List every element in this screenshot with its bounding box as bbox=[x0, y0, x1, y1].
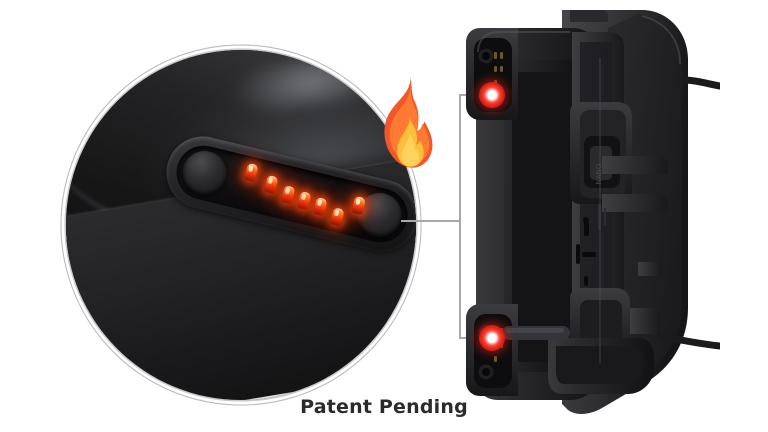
led-marker-top[interactable] bbox=[479, 82, 505, 108]
led-marker-bottom[interactable] bbox=[479, 325, 505, 351]
leader-line-vertical bbox=[459, 95, 461, 339]
patent-pending-caption: Patent Pending bbox=[300, 396, 468, 418]
leader-line-horizontal-main bbox=[401, 219, 461, 222]
device-render: NANO bbox=[452, 8, 724, 420]
svg-text:NANO: NANO bbox=[595, 163, 603, 184]
magnifier-content bbox=[66, 50, 416, 400]
flame-icon bbox=[381, 72, 433, 196]
magnifier-circle bbox=[66, 50, 416, 400]
